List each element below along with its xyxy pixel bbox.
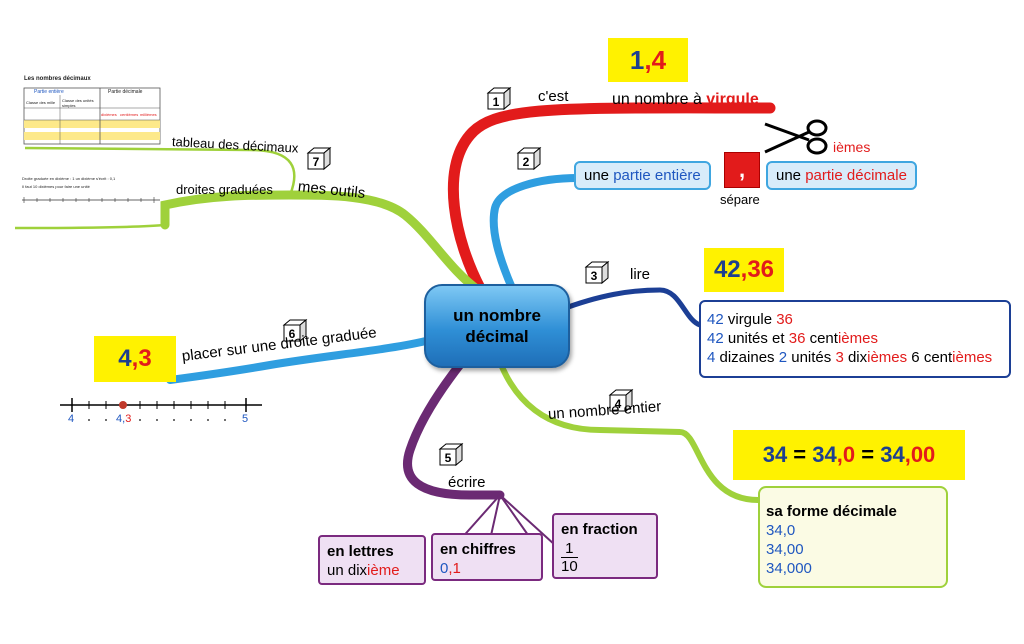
integer-part-box: une partie entière (574, 161, 711, 190)
thumbnail-thousandths: millièmes (140, 112, 157, 117)
reading-line-3: 4 dizaines 2 unités 3 dixièmes 6 centièm… (707, 349, 993, 366)
branch-1-text-part2: virgule (706, 91, 759, 108)
decimal-part-label: partie décimale (805, 167, 907, 184)
reading-line-1: 42 virgule 36 (707, 311, 793, 328)
fraction-denominator: 10 (561, 558, 578, 575)
thumbnail-tenths: dixièmes (101, 112, 117, 117)
fraction-numerator: 1 (561, 541, 578, 558)
center-title-line1: un nombre (453, 306, 541, 325)
branch-2-line (489, 174, 582, 292)
branch-5-link: écrire (448, 474, 486, 491)
cube-2-number: 2 (523, 155, 530, 169)
comma-box: , (724, 152, 760, 188)
decimal-part-prefix: une (776, 167, 806, 184)
center-node: un nombre décimal (424, 284, 570, 368)
decimal-form-1: 34,0 (766, 522, 796, 539)
branch-1-example: 1,4 (608, 38, 688, 82)
decimal-part-box: une partie décimale (766, 161, 917, 190)
cube-1-icon: 1 (486, 86, 512, 117)
example-6-int: 4 (118, 345, 132, 372)
cube-2-icon: 2 (516, 146, 542, 177)
digits-value: 0,1 (440, 560, 461, 577)
number-line (60, 398, 262, 412)
words-value: un dixième (327, 562, 400, 579)
thumbnail-line-caption-2: Il faut 10 dixièmes pour faire une unité (22, 184, 90, 189)
fraction-title: en fraction (561, 521, 638, 538)
branch-1-text-part1: un nombre à (612, 91, 707, 108)
number-line-dots (88, 419, 226, 421)
thumbnail-header-decimal: Partie décimale (108, 89, 143, 95)
example-3-int: 42 (713, 256, 741, 283)
thumbnail-class-units: Classe des unités simples (62, 98, 94, 108)
decimal-form-2: 34,00 (766, 541, 804, 558)
iemes-label: ièmes (833, 139, 871, 155)
integer-part-label: partie entière (613, 167, 701, 184)
integer-part-prefix: une (584, 167, 614, 184)
cube-6-number: 6 (289, 327, 296, 341)
decimal-form-3: 34,000 (766, 560, 812, 577)
center-title-line2: décimal (465, 327, 529, 346)
example-1-int: 1 (629, 45, 645, 75)
cube-7-icon: 7 (306, 146, 332, 177)
digits-box: en chiffres 0,1 (431, 533, 543, 581)
axis-label-left: 4 (68, 413, 75, 425)
cube-4-icon: 4 (608, 388, 634, 419)
fraction-value: 1 10 (561, 541, 578, 576)
branch-3-example: 42,36 (704, 248, 784, 292)
cube-3-icon: 3 (584, 260, 610, 291)
reading-box: 42 virgule 36 42 unités et 36 centièmes … (699, 300, 1011, 378)
cube-5-icon: 5 (438, 442, 464, 473)
cube-3-number: 3 (591, 269, 598, 283)
cube-6-icon: 6 (282, 318, 308, 349)
example-6-comma: , (131, 345, 139, 372)
digits-title: en chiffres (440, 541, 516, 558)
example-1-comma: , (644, 45, 652, 75)
thumbnail-header-integer: Partie entière (34, 89, 64, 95)
graduated-line-thumbnail (22, 197, 160, 203)
branch-1-line (447, 102, 776, 294)
example-3-dec: 36 (747, 256, 775, 283)
branch-6-line (166, 336, 434, 384)
branch-3-line (557, 287, 703, 328)
tools-lines-label: droites graduées (176, 182, 273, 197)
thumbnail-line-caption: Droite graduée en dixième : 1 un dixième… (22, 176, 116, 181)
separe-label: sépare (720, 192, 760, 207)
thumbnail-title: Les nombres décimaux (24, 76, 91, 82)
branch-1-text: un nombre à virgule (612, 91, 759, 109)
words-title: en lettres (327, 543, 394, 560)
words-box: en lettres un dixième (318, 535, 426, 585)
fraction-box: en fraction 1 10 (552, 513, 658, 579)
example-6-dec: 3 (138, 345, 152, 372)
branch-6-example: 4,3 (94, 336, 176, 382)
branch-5-line (403, 357, 505, 500)
reading-line-2: 42 unités et 36 centièmes (707, 330, 878, 347)
branch-3-link: lire (630, 266, 651, 283)
branch-4-equality: 34 = 34,0 = 34,00 (733, 430, 965, 480)
cube-5-number: 5 (445, 451, 452, 465)
thumbnail-class-thousands: Classe des mille (26, 100, 56, 105)
cube-7-number: 7 (313, 155, 320, 169)
axis-point-label: 4,3 (116, 413, 132, 425)
branch-1-link: c'est (538, 88, 569, 105)
thumbnail-hundredths: centièmes (120, 112, 139, 117)
cube-1-number: 1 (493, 95, 500, 109)
branch-7-line (160, 190, 483, 295)
example-3-comma: , (740, 256, 748, 283)
axis-label-right: 5 (242, 413, 249, 425)
example-1-dec: 4 (651, 45, 667, 75)
branch-4-line (497, 359, 761, 503)
decimal-form-box: sa forme décimale 34,0 34,00 34,000 (758, 486, 948, 588)
decimal-form-title: sa forme décimale (766, 503, 897, 520)
decimal-table-thumbnail (23, 87, 161, 145)
cube-4-number: 4 (615, 397, 622, 411)
scissors-icon (764, 119, 828, 155)
